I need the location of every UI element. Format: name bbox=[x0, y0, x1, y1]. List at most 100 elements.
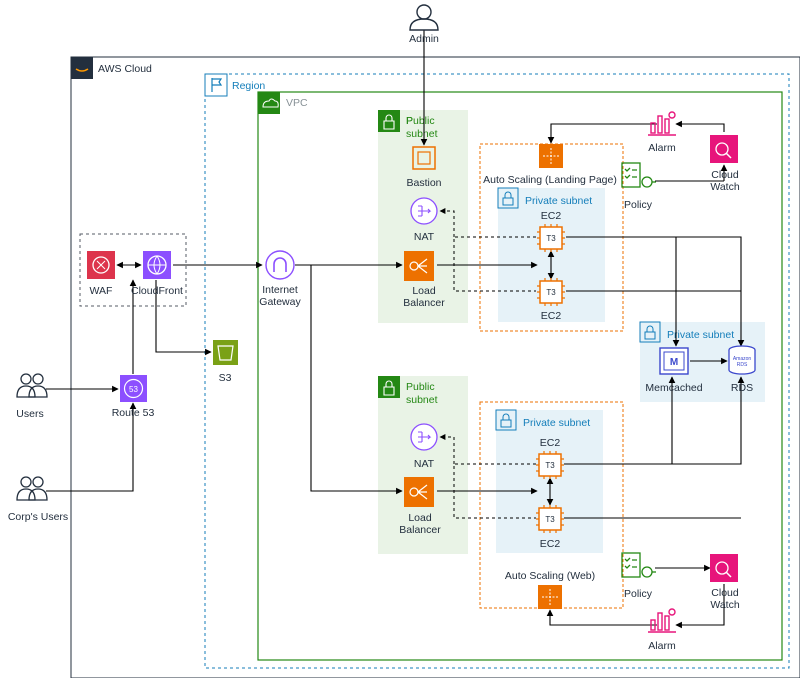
bastion-label: Bastion bbox=[406, 177, 441, 189]
waf-label: WAF bbox=[90, 285, 113, 297]
svg-text:53: 53 bbox=[129, 385, 138, 394]
edge-cloudwatch-alarm-top bbox=[675, 120, 725, 132]
lock-icon bbox=[497, 187, 519, 209]
svg-text:T3: T3 bbox=[546, 234, 556, 243]
nat-bottom-node[interactable]: NAT bbox=[410, 423, 438, 470]
public-subnet-label: P bbox=[406, 115, 413, 127]
policy-top-label: Policy bbox=[624, 199, 653, 211]
lock-icon bbox=[495, 409, 517, 431]
cloud-lock-icon bbox=[258, 92, 280, 114]
memcached-node[interactable]: M Memcached bbox=[645, 347, 703, 394]
users-node[interactable]: Users bbox=[16, 373, 48, 420]
nat-top-label: NAT bbox=[414, 231, 435, 243]
chip-icon bbox=[412, 146, 436, 170]
ec2-web-2-node[interactable]: T3 bbox=[536, 505, 564, 533]
autoscaling-web-label: Auto Scaling (Web) bbox=[505, 570, 595, 582]
route53-label: Route 53 bbox=[112, 407, 155, 419]
alarm-top-label: Alarm bbox=[648, 142, 676, 154]
corp-users-node[interactable]: Corp's Users bbox=[8, 476, 68, 523]
memcached-icon bbox=[659, 347, 689, 375]
alarm-top-node[interactable]: Alarm bbox=[648, 111, 676, 154]
bucket-icon bbox=[213, 340, 238, 365]
ec2-landing-2-label: EC2 bbox=[541, 310, 562, 322]
region-group: Region bbox=[204, 73, 790, 669]
s3-node[interactable]: S3 bbox=[213, 340, 238, 384]
user-icon bbox=[409, 4, 439, 31]
vpc-group: VPC bbox=[257, 91, 783, 661]
edge-ec2-nat-top bbox=[440, 211, 536, 292]
bastion-node[interactable]: Bastion bbox=[406, 146, 442, 189]
cloudwatch-icon bbox=[710, 135, 738, 163]
alarm-bottom-label: Alarm bbox=[648, 640, 676, 652]
cloudfront-node[interactable]: CloudFront bbox=[131, 251, 183, 297]
edge-ec2-memcached-1 bbox=[566, 236, 680, 347]
policy-top-node[interactable]: Policy bbox=[621, 162, 656, 211]
private-subnet-label: Private subnet bbox=[525, 195, 592, 207]
autoscaling-landing-label: Auto Scaling (Landing Page) bbox=[483, 174, 617, 186]
edge-alarm-autoscaling-bottom bbox=[546, 609, 657, 626]
cloudfront-label: CloudFront bbox=[131, 285, 183, 297]
corp-users-label: Corp's Users bbox=[8, 511, 68, 523]
edge-ec2-nat-bottom bbox=[440, 437, 536, 519]
alarm-icon bbox=[648, 111, 676, 136]
cloudwatch-icon bbox=[710, 554, 738, 582]
policy-bottom-node[interactable]: Policy bbox=[621, 552, 656, 600]
policy-bottom-label: Policy bbox=[624, 588, 653, 600]
rds-label: RDS bbox=[731, 382, 753, 394]
lock-icon bbox=[639, 321, 661, 343]
users-label: Users bbox=[16, 408, 43, 420]
private-subnet-label: Private subnet bbox=[667, 329, 734, 341]
alarm-icon bbox=[648, 608, 676, 633]
flag-icon bbox=[204, 73, 228, 97]
private-subnet-label: Private subnet bbox=[523, 417, 590, 429]
region-label: Region bbox=[232, 80, 265, 92]
svg-text:T3: T3 bbox=[545, 515, 555, 524]
nat-top-node[interactable]: NAT bbox=[410, 197, 438, 243]
admin-node[interactable]: Admin bbox=[409, 4, 439, 45]
ec2-web-1-node[interactable]: T3 bbox=[536, 451, 564, 479]
edge-cloudfront-s3 bbox=[155, 280, 212, 356]
users-icon bbox=[16, 373, 48, 398]
ec2-landing-1-label: EC2 bbox=[541, 210, 562, 222]
alarm-bottom-node[interactable]: Alarm bbox=[648, 608, 676, 652]
autoscaling-landing-node[interactable]: Auto Scaling (Landing Page) bbox=[483, 144, 617, 186]
t3-instance-icon bbox=[537, 278, 565, 306]
edge-corpusers-route53 bbox=[46, 402, 137, 492]
ec2-web-2-label: EC2 bbox=[540, 538, 561, 550]
ec2-landing-2-node[interactable]: T3 bbox=[537, 278, 565, 306]
nat-bottom-label: NAT bbox=[414, 458, 435, 470]
t3-instance-icon bbox=[537, 224, 565, 252]
edge-ec2web-memcached-1 bbox=[564, 376, 676, 465]
edges bbox=[46, 30, 745, 629]
t3-instance-icon bbox=[536, 451, 564, 479]
autoscaling-web-node[interactable]: Auto Scaling (Web) bbox=[505, 570, 595, 609]
svg-text:M: M bbox=[670, 357, 678, 368]
users-icon bbox=[16, 476, 48, 501]
route53-node[interactable]: 53 Route 53 bbox=[112, 375, 155, 419]
admin-label: Admin bbox=[409, 33, 439, 45]
svg-text:T3: T3 bbox=[545, 461, 555, 470]
edge-alarm-autoscaling-top bbox=[547, 123, 657, 144]
policy-icon bbox=[621, 552, 656, 578]
vpc-label: VPC bbox=[286, 97, 308, 109]
waf-node[interactable]: WAF bbox=[87, 251, 115, 297]
aws-cloud-icon bbox=[71, 57, 93, 79]
edge-igw-lb-bottom bbox=[310, 265, 403, 495]
ec2-landing-1-node[interactable]: T3 bbox=[537, 224, 565, 252]
t3-instance-icon bbox=[536, 505, 564, 533]
